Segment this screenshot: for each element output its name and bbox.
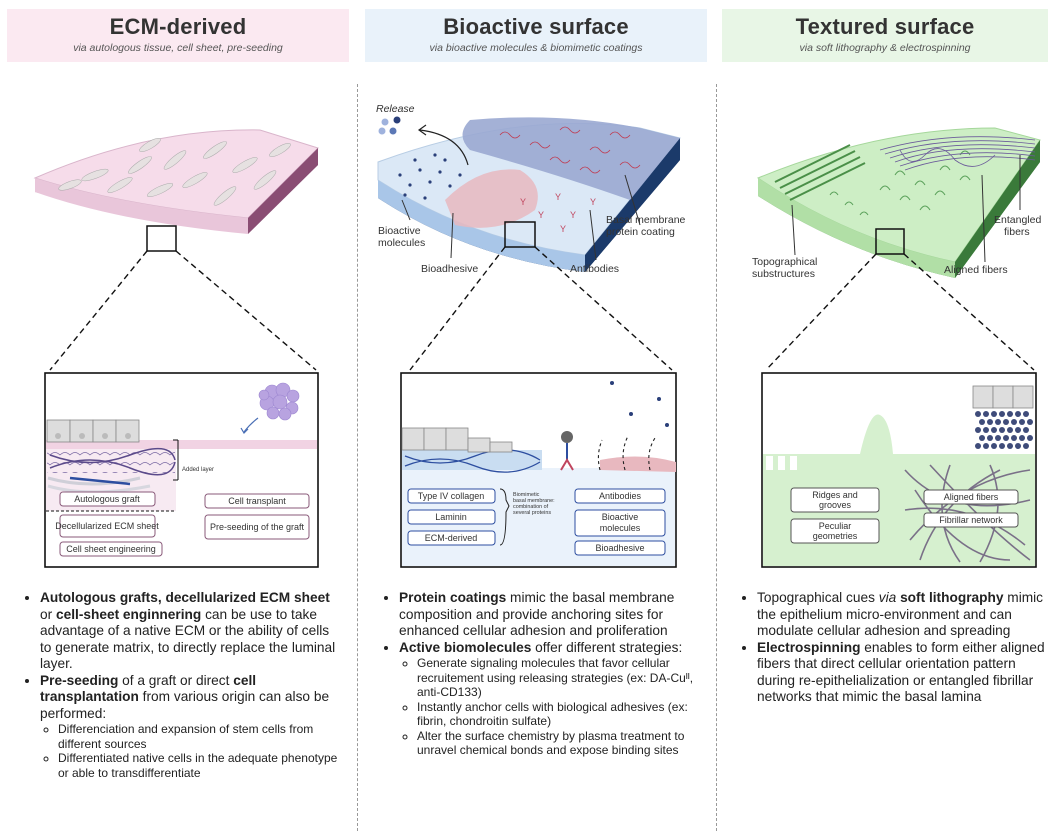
aligned-label: Aligned fibers xyxy=(944,264,1008,276)
column-subtitle: via bioactive molecules & biomimetic coa… xyxy=(429,42,643,54)
antibodies-label: Antibodies xyxy=(570,263,619,275)
antibodies-inset-label: Antibodies xyxy=(599,491,642,501)
svg-text:Y: Y xyxy=(555,192,561,202)
ecm-inset: Added layer Autologous graft Decellulari… xyxy=(44,372,319,568)
bullet-item: Active biomolecules offer different stra… xyxy=(399,640,701,758)
aligned-fiber-dots xyxy=(975,411,1033,449)
header-bioactive: Bioactive surface via bioactive molecule… xyxy=(365,9,707,62)
zoom-box xyxy=(146,225,177,252)
divider-right xyxy=(716,84,717,831)
svg-text:Y: Y xyxy=(590,197,596,207)
bioadhesive-inset-label: Bioadhesive xyxy=(595,543,644,553)
textured-slab xyxy=(756,127,1041,278)
sub-bullet-item: Differentiated native cells in the adequ… xyxy=(58,751,342,780)
release-icon xyxy=(378,116,469,166)
column-title: ECM-derived xyxy=(109,14,247,39)
release-label: Release xyxy=(376,103,415,115)
ecm-slab xyxy=(33,129,319,234)
sub-list: Differenciation and expansion of stem ce… xyxy=(40,722,342,780)
cell-transplant-label: Cell transplant xyxy=(228,496,286,506)
autologous-graft-label: Autologous graft xyxy=(74,494,140,504)
bioactive-molecule-dots xyxy=(398,153,462,200)
header-ecm: ECM-derived via autologous tissue, cell … xyxy=(7,9,349,62)
zoom-box xyxy=(875,228,905,255)
fibrillar-label: Fibrillar network xyxy=(939,515,1003,525)
bullet-item: Electrospinning enables to form either a… xyxy=(757,640,1051,706)
svg-text:Y: Y xyxy=(570,210,576,220)
sub-bullet-item: Generate signaling molecules that favor … xyxy=(417,656,701,700)
grooves xyxy=(774,144,866,201)
sub-bullet-item: Instantly anchor cells with biological a… xyxy=(417,700,701,729)
sub-bullet-item: Differenciation and expansion of stem ce… xyxy=(58,722,342,751)
sub-bullet-item: Alter the surface chemistry by plasma tr… xyxy=(417,729,701,758)
bullet-list: Protein coatings mimic the basal membran… xyxy=(381,590,701,758)
bullet-item: Protein coatings mimic the basal membran… xyxy=(399,590,701,640)
ecm-derived-label: ECM-derived xyxy=(425,533,478,543)
sub-list: Generate signaling molecules that favor … xyxy=(399,656,701,758)
column-title: Bioactive surface xyxy=(443,14,629,39)
bullet-item: Topographical cues via soft lithography … xyxy=(757,590,1051,640)
bioactive-inset: Type IV collagen Laminin ECM-derived Bio… xyxy=(400,372,677,568)
svg-text:Y: Y xyxy=(560,224,566,234)
protein-fibers xyxy=(499,126,641,174)
collagen-label: Type IV collagen xyxy=(418,491,485,501)
bullet-item: Pre-seeding of a graft or direct cell tr… xyxy=(40,673,342,781)
column-subtitle: via soft lithography & electrospinning xyxy=(799,42,971,54)
zoom-box xyxy=(504,221,536,248)
bullets-ecm: Autologous grafts, decellularized ECM sh… xyxy=(22,590,342,780)
bioadhesive-label: Bioadhesive xyxy=(421,263,478,275)
cell-sheet-label: Cell sheet engineering xyxy=(66,544,156,554)
fiber-band xyxy=(879,136,1036,171)
ecm-cells xyxy=(58,138,291,206)
arch-patterns xyxy=(829,150,971,216)
bullets-textured: Topographical cues via soft lithography … xyxy=(739,590,1051,706)
antibody-marks: YYY YYY xyxy=(520,192,596,234)
aligned-inset-label: Aligned fibers xyxy=(944,492,999,502)
added-layer-label: Added layer xyxy=(182,467,214,473)
decellularized-label: Decellularized ECM sheet xyxy=(55,521,159,531)
svg-text:Y: Y xyxy=(520,197,526,207)
bullet-list: Autologous grafts, decellularized ECM sh… xyxy=(22,590,342,780)
header-textured: Textured surface via soft lithography & … xyxy=(722,9,1048,62)
column-subtitle: via autologous tissue, cell sheet, pre-s… xyxy=(73,42,283,54)
bullet-item: Autologous grafts, decellularized ECM sh… xyxy=(40,590,342,673)
bullets-bioactive: Protein coatings mimic the basal membran… xyxy=(381,590,701,758)
laminin-label: Laminin xyxy=(435,512,467,522)
column-title: Textured surface xyxy=(795,14,975,39)
bioactive-slab xyxy=(377,117,681,272)
svg-text:Y: Y xyxy=(538,210,544,220)
bullet-list: Topographical cues via soft lithography … xyxy=(739,590,1051,706)
divider-left xyxy=(357,84,358,831)
pre-seeding-label: Pre-seeding of the graft xyxy=(210,522,305,532)
